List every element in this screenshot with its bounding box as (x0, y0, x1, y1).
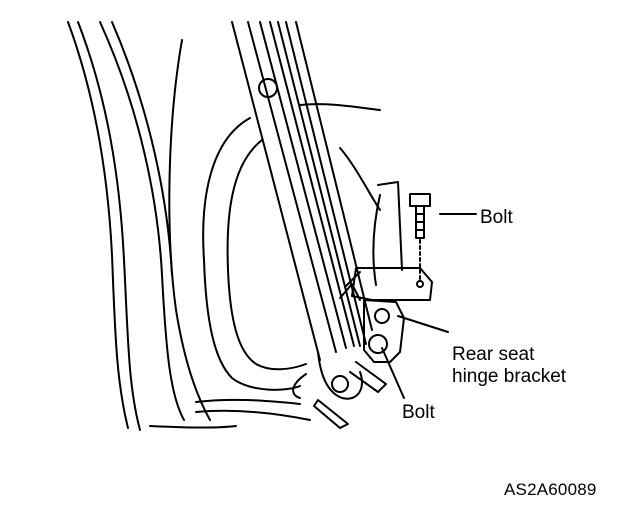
callout-rear-seat-line2: hinge bracket (452, 365, 567, 387)
leader-lines (381, 213, 477, 399)
callout-bolt-top: Bolt (480, 207, 513, 228)
floor-lines (149, 398, 311, 429)
callout-rear-seat-line1: Rear seat (452, 344, 535, 365)
bolt-top (409, 193, 431, 283)
hinge-bracket (339, 181, 433, 363)
figure-code: AS2A60089 (504, 480, 597, 499)
callout-rear-seat-hinge-bracket: Rear seat hinge bracket (452, 344, 566, 388)
seat-belt-strap (231, 21, 387, 429)
body-panel-lines (67, 21, 211, 431)
callout-bolt-bottom: Bolt (402, 402, 435, 423)
